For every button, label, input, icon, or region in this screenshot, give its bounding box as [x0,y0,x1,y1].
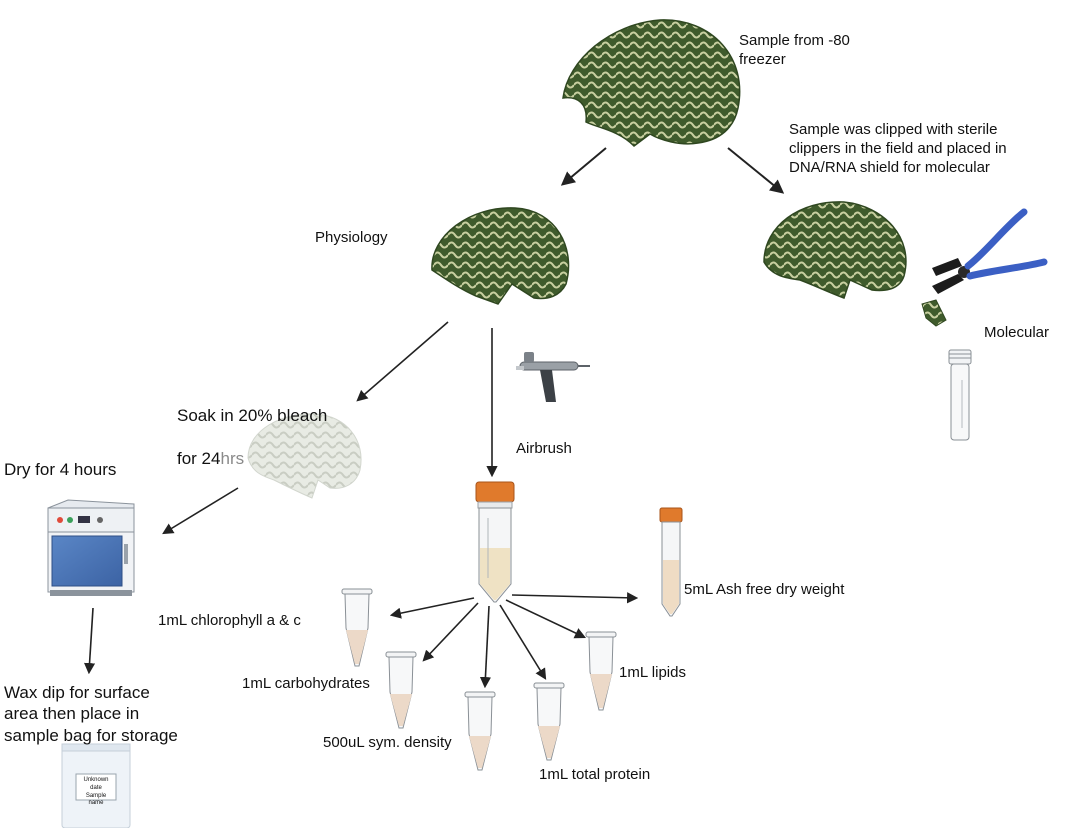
clip-note-label: Sample was clipped with sterile clippers… [789,121,1007,176]
brain-coral-icon [562,19,741,147]
arrow-to-oven [162,487,239,535]
microcentrifuge-tube-icon [385,651,417,729]
arrow-to-sym-density [479,605,492,689]
microcentrifuge-tube-icon [341,588,373,667]
dry-label: Dry for 4 hours [4,460,117,479]
airbrush-label: Airbrush [516,440,572,457]
chlorophyll-label: 1mL chlorophyll a & c [158,612,301,629]
bleached-coral-icon [247,413,362,499]
falcon-tube-icon [475,481,515,603]
arrow-to-bleach [356,321,449,402]
wax-dip-label: Wax dip for surface area then place in s… [4,683,178,745]
sample-bag-text: Unknown date Sample name [83,777,109,807]
falcon-tube-icon [659,507,683,617]
arrow-to-ash-free [511,592,639,604]
arrow-to-protein [499,604,547,680]
pliers-icon [932,208,1048,294]
total-protein-label: 1mL total protein [539,766,651,783]
lipids-label: 1mL lipids [619,664,686,681]
oven-icon [47,499,135,596]
molecular-label: Molecular [984,324,1050,341]
microcentrifuge-tube-icon [464,691,496,771]
arrow-to-physiology [560,147,607,186]
arrow-to-lipids [505,599,587,639]
arrow-to-molecular [727,147,785,194]
brain-coral-icon [431,207,570,305]
bleach-soak-line2: for 24 [177,448,221,468]
physiology-label: Physiology [315,229,388,246]
ash-free-label: 5mL Ash free dry weight [684,581,845,598]
sample-source-label: Sample from -80 freezer [739,32,850,68]
bleach-soak-unit: hrs [220,448,245,468]
bleach-soak-line1: Soak in 20% bleach [177,406,328,426]
arrow-to-storage [83,607,96,675]
airbrush-icon [516,352,590,402]
sym-density-label: 500uL sym. density [323,734,452,751]
microcentrifuge-tube-icon [585,631,617,711]
arrow-to-chlorophyll [389,597,475,619]
microcentrifuge-tube-icon [533,682,565,761]
brain-coral-icon [763,201,907,299]
bleach-soak-label: Soak in 20% bleach for 24hrs [177,384,327,469]
carbohydrates-label: 1mL carbohydrates [242,675,370,692]
flow-arrows [83,147,785,689]
cryovial-icon [948,349,972,441]
arrow-to-carbohydrates [422,602,479,662]
sample-bag-icon [61,743,131,828]
coral-fragment-icon [921,299,947,327]
